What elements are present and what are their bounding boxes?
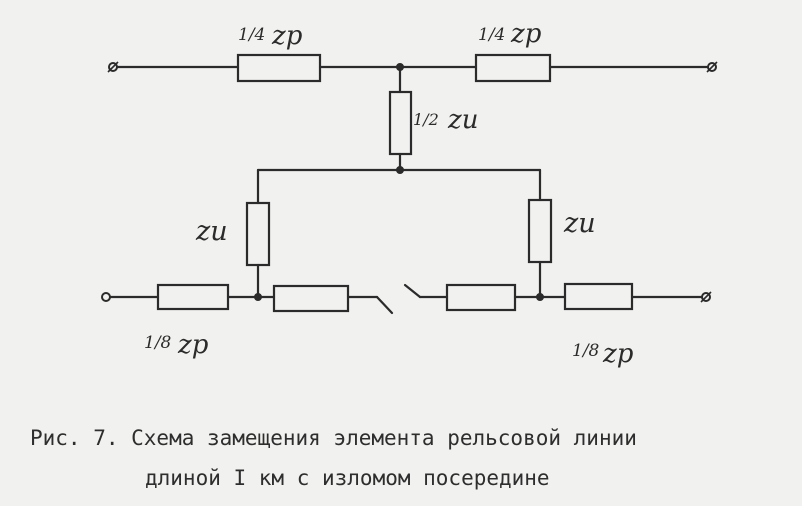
junction-bottom-right <box>535 292 544 301</box>
break-left-stroke <box>375 295 394 315</box>
equivalent-circuit-diagram: 1/4 zр 1/4 zр 1/2 zи zи zи 1/8 zр 1/8 zр <box>101 19 718 369</box>
label-bottom-right-fraction: 1/8 <box>572 341 600 361</box>
figure-caption-line-2: длиной I км с изломом посередине <box>145 466 550 490</box>
label-top-right-symbol: zр <box>510 19 542 49</box>
resistor-left-branch <box>245 201 271 267</box>
label-bottom-right-symbol: zр <box>602 339 634 369</box>
junction-top <box>395 62 404 71</box>
label-top-left-symbol: zр <box>271 21 303 51</box>
break-right-stroke <box>403 283 422 299</box>
resistor-bottom-left <box>156 283 230 311</box>
label-bottom-left-fraction: 1/8 <box>144 333 172 353</box>
resistor-bottom-center-left <box>272 284 350 313</box>
label-bottom-left-symbol: zр <box>177 330 209 360</box>
label-top-left-fraction: 1/4 <box>238 25 265 45</box>
resistor-bottom-center-right <box>445 283 517 312</box>
junction-bottom-left <box>254 292 263 301</box>
resistor-top-left <box>236 53 322 83</box>
resistor-right-branch <box>527 198 553 264</box>
resistor-middle-vertical <box>388 90 413 156</box>
label-middle-symbol: zи <box>447 105 478 135</box>
label-middle-fraction: 1/2 <box>413 110 439 129</box>
label-top-right-fraction: 1/4 <box>478 25 505 45</box>
label-right-branch-symbol: zи <box>563 208 596 239</box>
terminal-bottom-left <box>101 292 111 302</box>
junction-middle <box>395 166 404 175</box>
resistor-bottom-right <box>563 282 634 311</box>
resistor-top-right <box>474 53 552 83</box>
figure-caption-line-1: Рис. 7. Схема замещения элемента рельсов… <box>30 426 637 450</box>
label-left-branch-symbol: zи <box>195 216 228 247</box>
